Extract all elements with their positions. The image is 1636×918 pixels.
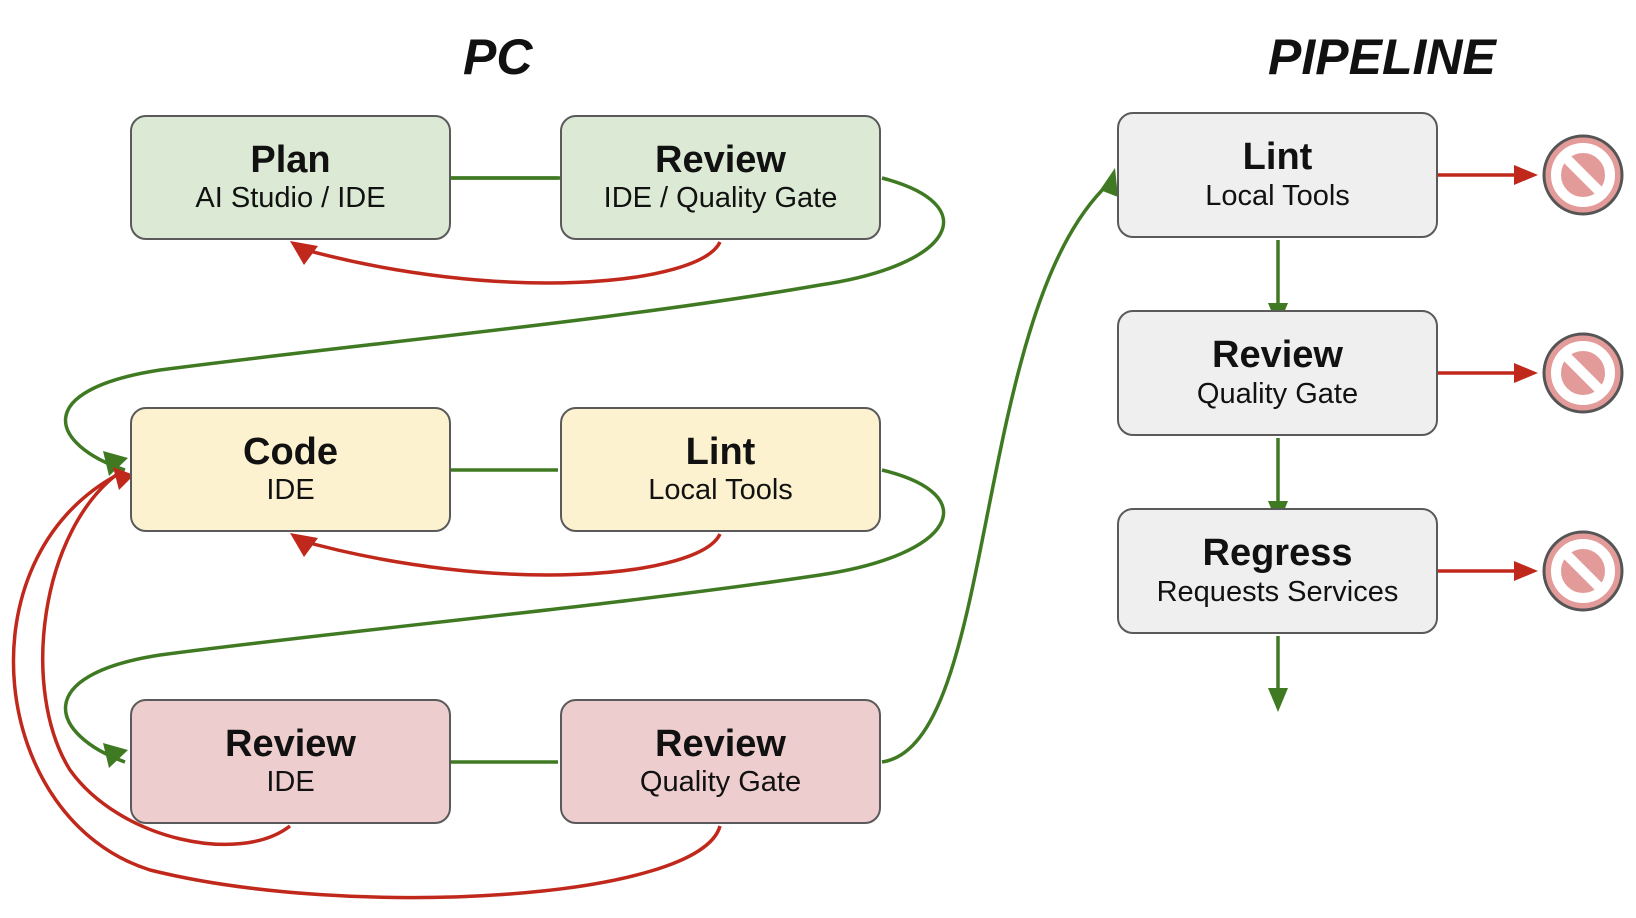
arrow-lint-to-review-ide (63, 468, 946, 764)
node-title: Lint (685, 430, 756, 473)
fail-plan-review-to-plan (294, 241, 722, 285)
node-subtitle: IDE (266, 766, 315, 799)
node-subtitle: IDE (266, 474, 315, 507)
node-lint: Lint Local Tools (560, 407, 881, 532)
node-plan: Plan AI Studio / IDE (130, 115, 451, 240)
node-title: Review (655, 138, 786, 181)
no-entry-icon (1542, 134, 1624, 216)
node-subtitle: AI Studio / IDE (195, 182, 386, 215)
node-subtitle: Quality Gate (639, 766, 802, 799)
section-title-pipeline: PIPELINE (1268, 29, 1496, 85)
node-subtitle: Quality Gate (1196, 377, 1359, 410)
node-title: Code (243, 430, 338, 473)
section-title-pc: PC (463, 29, 533, 85)
node-review-quality-gate: Review Quality Gate (560, 699, 881, 824)
node-subtitle: Local Tools (648, 474, 793, 507)
node-subtitle: Local Tools (1205, 179, 1350, 212)
no-entry-icon (1542, 332, 1624, 414)
node-title: Review (225, 722, 356, 765)
node-title: Plan (250, 138, 331, 181)
node-title: Review (655, 722, 786, 765)
node-code: Code IDE (130, 407, 451, 532)
no-entry-icon (1542, 530, 1624, 612)
node-plan-review: Review IDE / Quality Gate (560, 115, 881, 240)
fail-lint-to-code (294, 533, 722, 577)
node-pipeline-regress: Regress Requests Services (1117, 508, 1438, 634)
node-pipeline-lint: Lint Local Tools (1117, 112, 1438, 238)
node-subtitle: IDE / Quality Gate (603, 182, 838, 215)
node-review-ide: Review IDE (130, 699, 451, 824)
fail-review-ide-to-code (40, 470, 292, 847)
fail-review-qg-to-code (11, 473, 722, 900)
node-title: Lint (1242, 136, 1313, 179)
node-pipeline-review: Review Quality Gate (1117, 310, 1438, 436)
arrow-plan-review-to-code (63, 176, 946, 472)
node-subtitle: Requests Services (1156, 575, 1399, 608)
arrow-review-qg-to-pipeline (881, 176, 1117, 764)
node-title: Regress (1202, 532, 1353, 575)
node-title: Review (1212, 334, 1343, 377)
